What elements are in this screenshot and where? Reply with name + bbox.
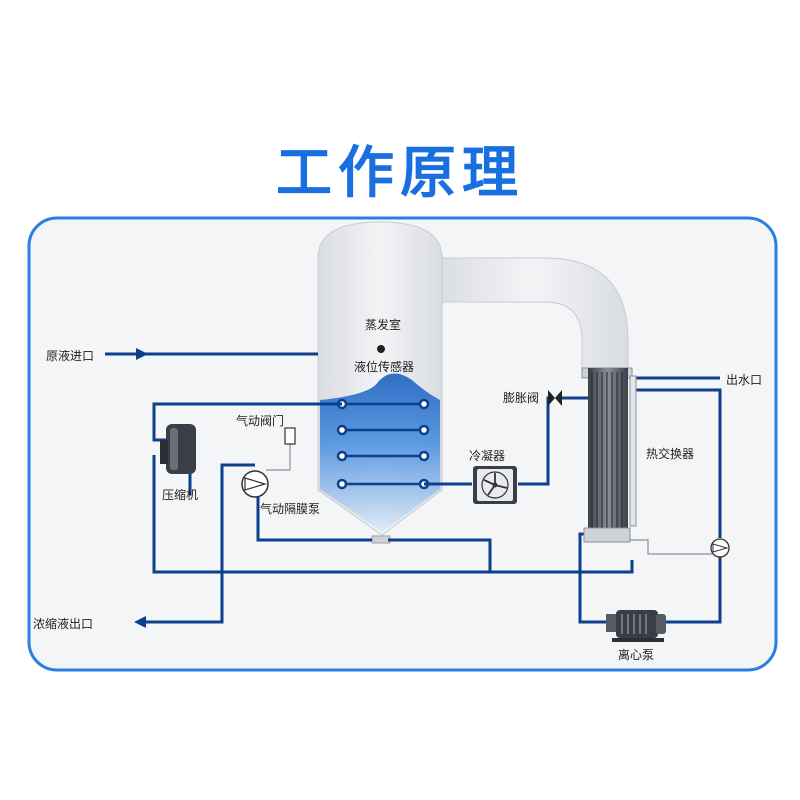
concentrate-outlet-label: 浓缩液出口 [33, 617, 94, 631]
condenser-label: 冷凝器 [469, 449, 506, 463]
evaporator-liquid [320, 373, 440, 532]
page-title: 工作原理 [276, 141, 524, 206]
expansion-valve-label: 膨胀阀 [503, 391, 540, 405]
level-sensor-icon [377, 345, 385, 353]
pneumatic-valve-icon [284, 427, 296, 445]
centrifugal-pump-label: 离心泵 [618, 648, 655, 662]
level-sensor-label: 液位传感器 [354, 360, 415, 374]
heat-exchanger-label: 热交换器 [646, 447, 695, 461]
pneumatic-valve-label: 气动阀门 [236, 414, 285, 428]
compressor-label: 压缩机 [162, 488, 199, 502]
evaporator-drain [371, 535, 391, 544]
heat-exchanger-icon [581, 367, 637, 543]
circulation-pump-icon [710, 538, 730, 558]
diaphragm-pump-label: 气动隔膜泵 [260, 502, 321, 516]
evaporator-label: 蒸发室 [365, 318, 402, 332]
raw-inlet-label: 原液进口 [46, 349, 95, 363]
heating-coils [336, 398, 430, 490]
outlet-arrow-icon [134, 616, 146, 628]
expansion-valve-icon [548, 390, 562, 406]
compressor-icon [160, 424, 196, 474]
condenser-fan-icon [473, 466, 517, 504]
water-outlet-label: 出水口 [726, 373, 763, 387]
vapor-duct [435, 257, 629, 371]
diaphragm-pump-icon [241, 470, 269, 498]
centrifugal-pump-icon [606, 610, 666, 642]
inlet-arrow-icon [136, 348, 148, 360]
